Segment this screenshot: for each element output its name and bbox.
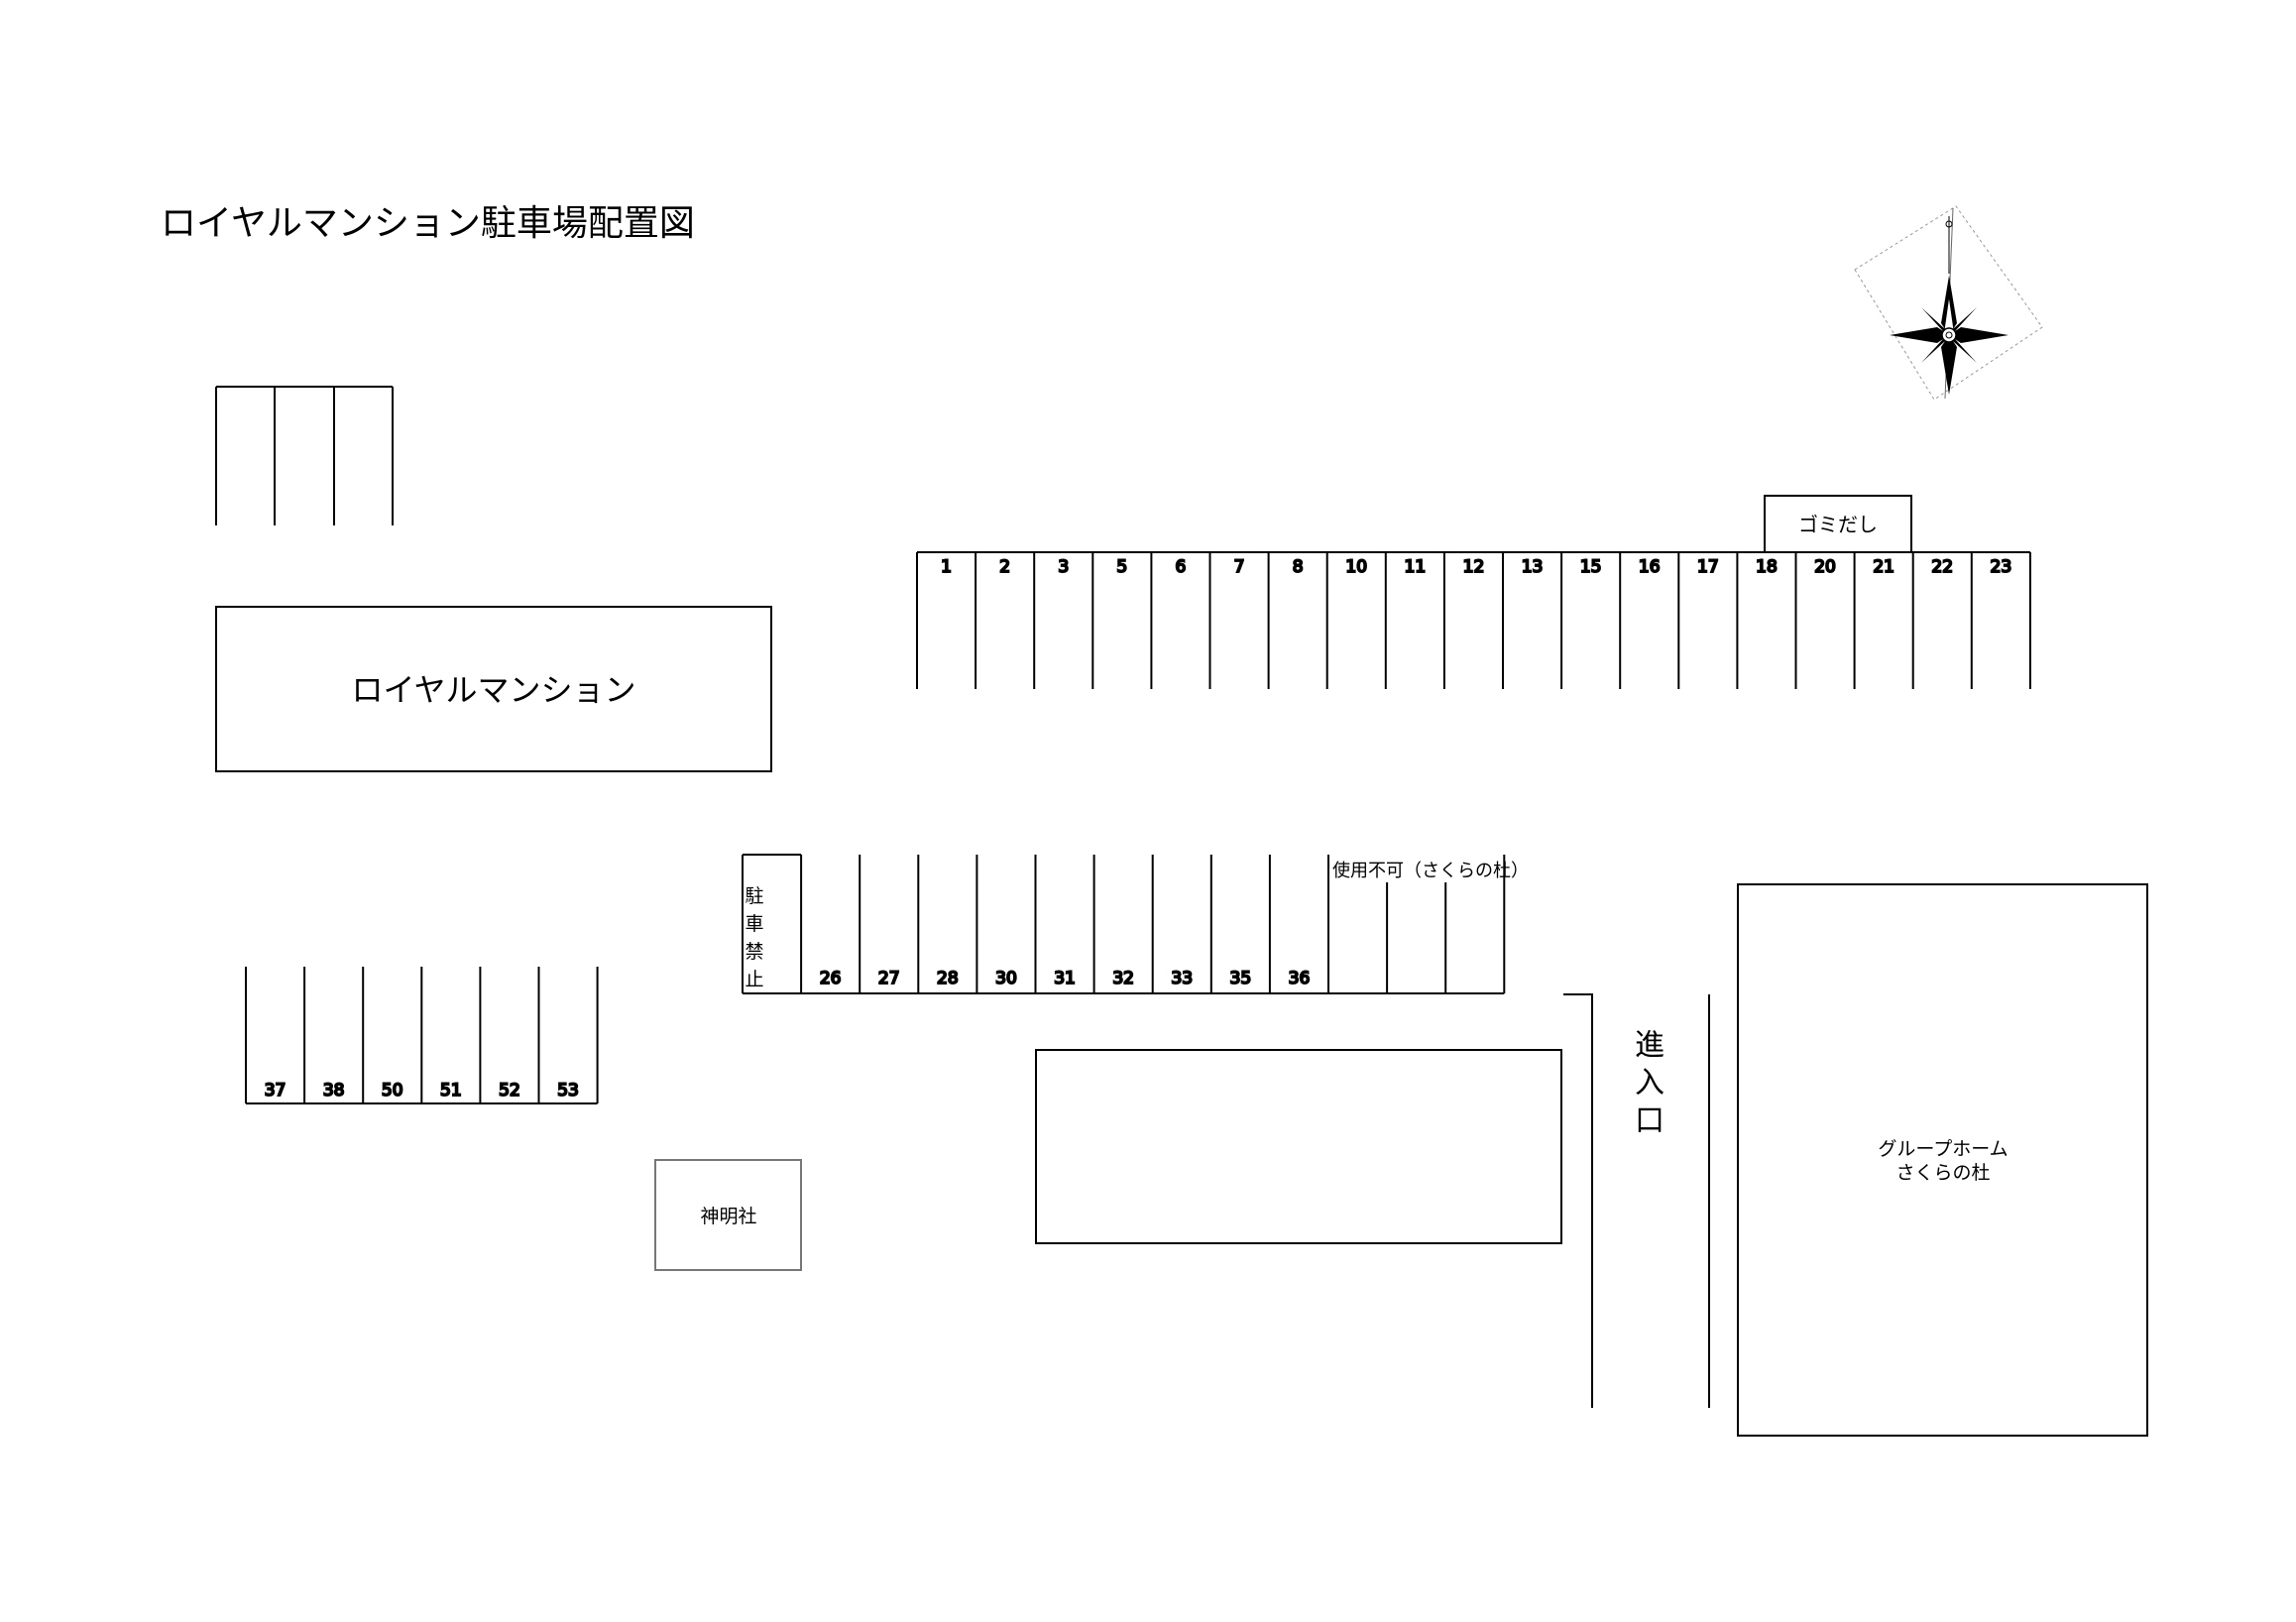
- space-number: 37: [265, 1081, 287, 1101]
- space-number: 18: [1756, 557, 1778, 577]
- entrance-char: 進: [1635, 1028, 1665, 1063]
- space-number: 26: [820, 969, 842, 988]
- group-home-label-line2: さくらの杜: [1895, 1162, 1990, 1184]
- space-number: 15: [1580, 557, 1602, 577]
- page-title: ロイヤルマンション駐車場配置図: [161, 203, 695, 244]
- no-parking-char: 止: [745, 969, 763, 990]
- space-number: 28: [937, 969, 959, 988]
- no-parking-char: 車: [745, 913, 763, 935]
- space-number: 20: [1814, 557, 1836, 577]
- left-parking-row: 37 38 50 51 52 53: [245, 967, 599, 1104]
- space-number: 50: [382, 1081, 403, 1101]
- entrance-char: 入: [1635, 1066, 1665, 1101]
- space-number: 3: [1058, 557, 1069, 577]
- space-number: 36: [1289, 969, 1311, 988]
- entrance-label: 進入口: [1635, 1028, 1665, 1138]
- compass-rose-icon: [1854, 205, 2043, 401]
- space-number: 10: [1345, 557, 1367, 577]
- space-number: 23: [1991, 557, 2012, 577]
- space-number: 7: [1234, 557, 1245, 577]
- space-number: 32: [1112, 969, 1134, 988]
- shrine-building: [654, 1159, 802, 1271]
- space-number: 53: [557, 1081, 579, 1101]
- unnumbered-spaces-top-left: [215, 386, 394, 525]
- unavailable-label: 使用不可（さくらの杜）: [1332, 861, 1529, 881]
- space-number: 30: [995, 969, 1017, 988]
- group-home-building: [1737, 883, 2148, 1437]
- no-parking-char: 禁: [745, 941, 763, 963]
- space-number: 16: [1639, 557, 1661, 577]
- space-number: 17: [1697, 557, 1719, 577]
- space-number: 21: [1873, 557, 1894, 577]
- space-number: 11: [1405, 557, 1427, 577]
- space-number: 5: [1116, 557, 1127, 577]
- royal-mansion-building: [215, 606, 772, 772]
- center-building: [1035, 1049, 1562, 1244]
- space-number: 35: [1230, 969, 1252, 988]
- space-number: 2: [999, 557, 1010, 577]
- group-home-label-line1: グループホーム: [1878, 1138, 2008, 1160]
- entrance-road: [1563, 993, 1710, 1408]
- entrance-char: 口: [1635, 1103, 1665, 1138]
- middle-parking-row: 26 27 28 30 31 32 33 35 36: [742, 854, 1506, 994]
- no-parking-char: 駐: [745, 885, 763, 907]
- space-number: 33: [1171, 969, 1193, 988]
- space-number: 6: [1176, 557, 1187, 577]
- space-number: 13: [1522, 557, 1544, 577]
- space-number: 1: [941, 557, 952, 577]
- garbage-label: ゴミだし: [1798, 513, 1878, 536]
- space-number: 22: [1931, 557, 1953, 577]
- space-number: 8: [1293, 557, 1304, 577]
- shrine-label: 神明社: [700, 1206, 756, 1227]
- space-number: 51: [440, 1081, 462, 1101]
- space-number: 52: [499, 1081, 520, 1101]
- space-number: 12: [1463, 557, 1485, 577]
- space-number: 38: [323, 1081, 345, 1101]
- royal-mansion-label: ロイヤルマンション: [351, 671, 635, 709]
- garbage-area: [1764, 495, 1912, 553]
- space-number: 27: [878, 969, 900, 988]
- space-number: 31: [1054, 969, 1076, 988]
